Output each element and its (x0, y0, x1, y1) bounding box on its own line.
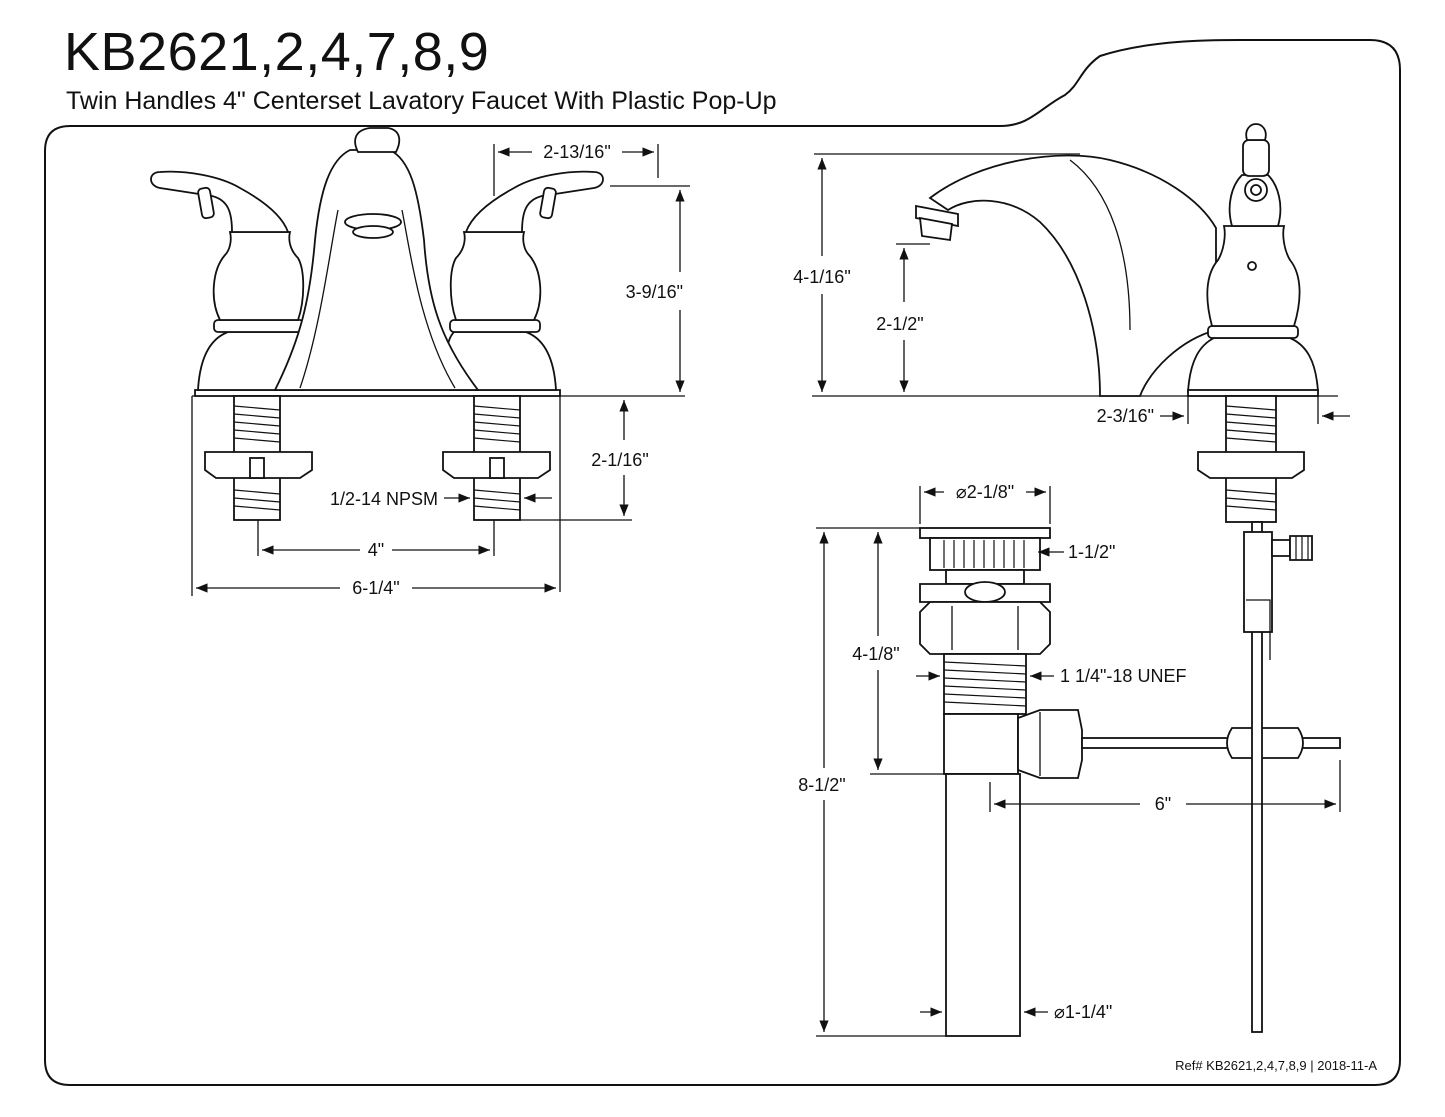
dim-overall-width: 6-1/4" (352, 578, 399, 598)
dim-rod-length: 6" (1155, 794, 1171, 814)
model-title: KB2621,2,4,7,8,9 (64, 22, 490, 82)
product-subtitle: Twin Handles 4" Centerset Lavatory Fauce… (66, 87, 777, 115)
pop-up-drain: ⌀2-1/8" 1-1/2" 4-1/8" 1 1/4"-18 UNEF 8-1… (798, 482, 1341, 1037)
side-spout (928, 154, 1217, 397)
right-shank-thread (473, 405, 521, 511)
dim-drain-thread: 1 1/4"-18 UNEF (1060, 666, 1186, 686)
dim-shank-length: 2-1/16" (591, 450, 648, 470)
left-shank-thread (233, 405, 281, 511)
dim-drain-total-length: 8-1/2" (798, 775, 845, 795)
spout-body (273, 149, 480, 391)
left-lever-handle (150, 170, 290, 233)
pivot-rod (1081, 737, 1341, 749)
side-escutcheon (1187, 337, 1319, 393)
dim-spout-height: 2-1/2" (876, 314, 923, 334)
pop-up-knob (354, 127, 401, 153)
dim-handle-reach: 2-13/16" (543, 142, 610, 162)
reference-code: Ref# KB2621,2,4,7,8,9 | 2018-11-A (1175, 1058, 1377, 1073)
lift-rod (1251, 521, 1263, 1033)
side-view: 4-1/16" 2-1/2" 2-3/16" (793, 123, 1350, 523)
right-lever-handle (464, 170, 604, 233)
dim-spout-reach: 2-3/16" (1097, 406, 1154, 426)
drain-flange (919, 527, 1051, 539)
dim-shank-thread: 1/2-14 NPSM (330, 489, 438, 509)
drain-tailpiece (945, 773, 1021, 1037)
front-view: 2-13/16" 3-9/16" 2-1/16" 1/2-14 NPSM 4" … (150, 127, 690, 598)
dim-overall-height: 4-1/16" (793, 267, 850, 287)
dim-tailpiece-dia: ⌀1-1/4" (1054, 1002, 1112, 1022)
dim-flange-dia: ⌀2-1/8" (956, 482, 1014, 502)
drain-locknut (919, 601, 1051, 655)
dim-center-spread: 4" (368, 540, 384, 560)
dim-faucet-height: 3-9/16" (626, 282, 683, 302)
aerator (352, 225, 394, 239)
dim-drain-body-length: 4-1/8" (852, 644, 899, 664)
dim-cap-height: 1-1/2" (1068, 542, 1115, 562)
drawing-frame (44, 39, 1401, 1086)
